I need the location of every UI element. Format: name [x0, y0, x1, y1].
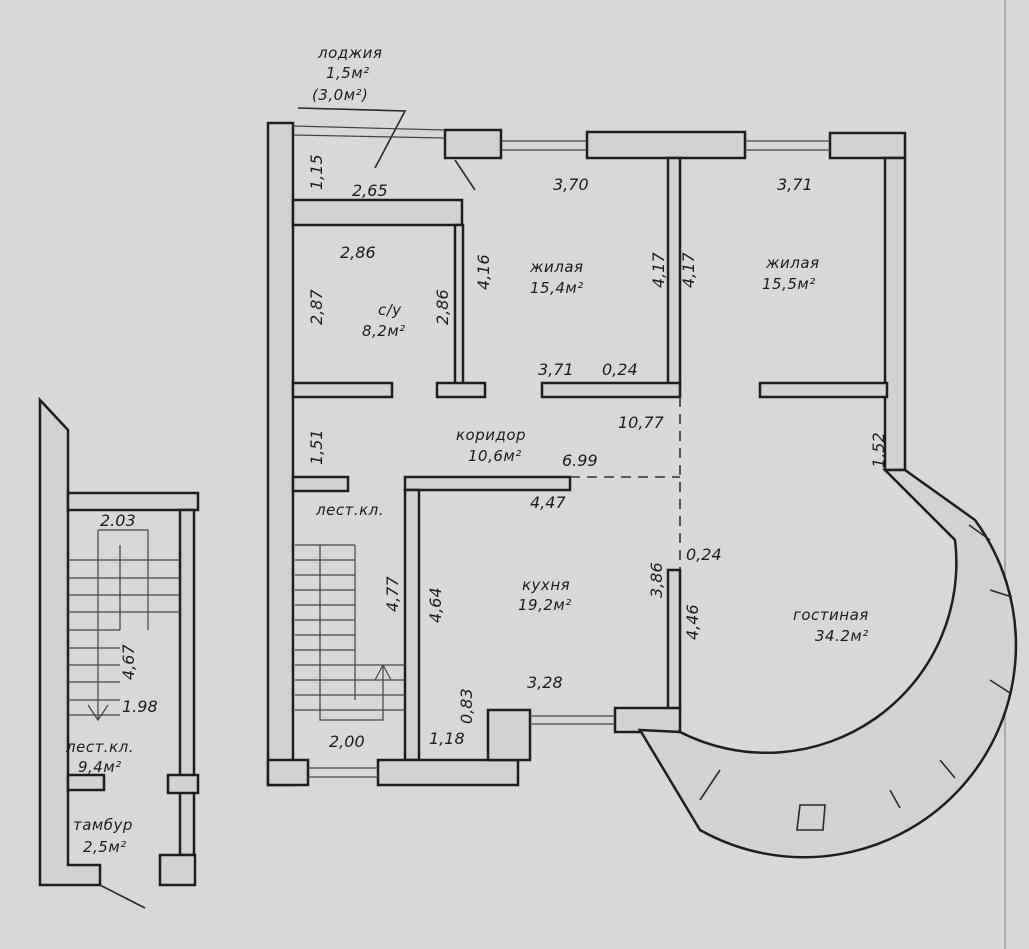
dim-niche-width: 1,18	[429, 729, 465, 748]
zone-boundary	[570, 397, 681, 570]
dim-side-stair-length: 4,67	[119, 644, 138, 680]
dim-side-stair-inner: 1.98	[122, 697, 158, 716]
dim-wall-thickness-1: 0,24	[602, 360, 638, 379]
lounge-name: гостиная	[793, 606, 869, 624]
dim-living1-left: 4,16	[474, 254, 493, 290]
corridor-area: 10,6м²	[468, 447, 522, 465]
living2-name: жилая	[765, 254, 820, 272]
dim-living1-width: 3,70	[553, 175, 589, 194]
living1-area: 15,4м²	[530, 279, 584, 297]
dimension-labels: 1,15 2,65 3,70 3,71 2,86 2,87 2,86 4,16 …	[100, 154, 888, 751]
dim-corridor-width: 6.99	[562, 451, 598, 470]
loggia-name: лоджия	[317, 44, 382, 62]
loggia-area-alt: (3,0м²)	[312, 86, 368, 104]
dim-kitchen-right: 3,86	[647, 562, 666, 598]
dim-corridor-length: 10,77	[618, 413, 665, 432]
living1-name: жилая	[529, 258, 584, 276]
dim-living1-right: 4,17	[649, 252, 668, 288]
dim-lounge-left: 4,46	[683, 604, 702, 640]
dim-corridor-depth: 1,51	[307, 429, 326, 465]
dim-loggia-depth: 1,15	[307, 154, 326, 190]
main-walls	[266, 121, 1018, 859]
corridor-name: коридор	[456, 426, 526, 444]
dim-kitchen-left: 4,64	[426, 587, 445, 623]
dim-living1-bottom: 3,71	[538, 360, 574, 379]
dim-stair-width: 2,00	[329, 732, 365, 751]
living2-area: 15,5м²	[762, 275, 816, 293]
vestibule-area: 2,5м²	[83, 838, 127, 856]
dim-stair-height: 4,77	[383, 576, 402, 612]
loggia-area: 1,5м²	[326, 64, 370, 82]
side-stair-name: лест.кл.	[65, 738, 134, 756]
side-stair-area: 9,4м²	[78, 758, 122, 776]
dim-bath-left: 2,87	[307, 289, 326, 325]
dim-wall-thickness-2: 0,24	[686, 545, 722, 564]
dim-bath-width: 2,86	[340, 243, 376, 262]
dim-kitchen-bottom: 3,28	[527, 673, 563, 692]
bathroom-area: 8,2м²	[362, 322, 406, 340]
side-stair-block	[38, 396, 200, 909]
dim-living2-width: 3,71	[777, 175, 813, 194]
loggia-leader	[297, 107, 407, 169]
dim-side-stair-width: 2.03	[100, 511, 136, 530]
kitchen-name: кухня	[522, 576, 570, 594]
room-labels: лоджия 1,5м² (3,0м²) с/у 8,2м² жилая 15,…	[65, 44, 869, 856]
bathroom-name: с/у	[378, 301, 402, 319]
lounge-area: 34.2м²	[815, 627, 869, 645]
windows	[292, 125, 1013, 831]
dim-living2-left: 4,17	[679, 252, 698, 288]
dim-kitchen-top: 4,47	[530, 493, 566, 512]
vestibule-name: тамбур	[73, 816, 133, 834]
main-stair-name: лест.кл.	[315, 501, 384, 519]
dim-loggia-width: 2,65	[352, 181, 388, 200]
main-staircase	[295, 544, 405, 721]
kitchen-area: 19,2м²	[518, 596, 572, 614]
dim-niche-depth: 0,83	[457, 688, 476, 724]
dim-bath-right: 2,86	[433, 289, 452, 325]
dim-living2-right: 1,52	[869, 432, 888, 468]
